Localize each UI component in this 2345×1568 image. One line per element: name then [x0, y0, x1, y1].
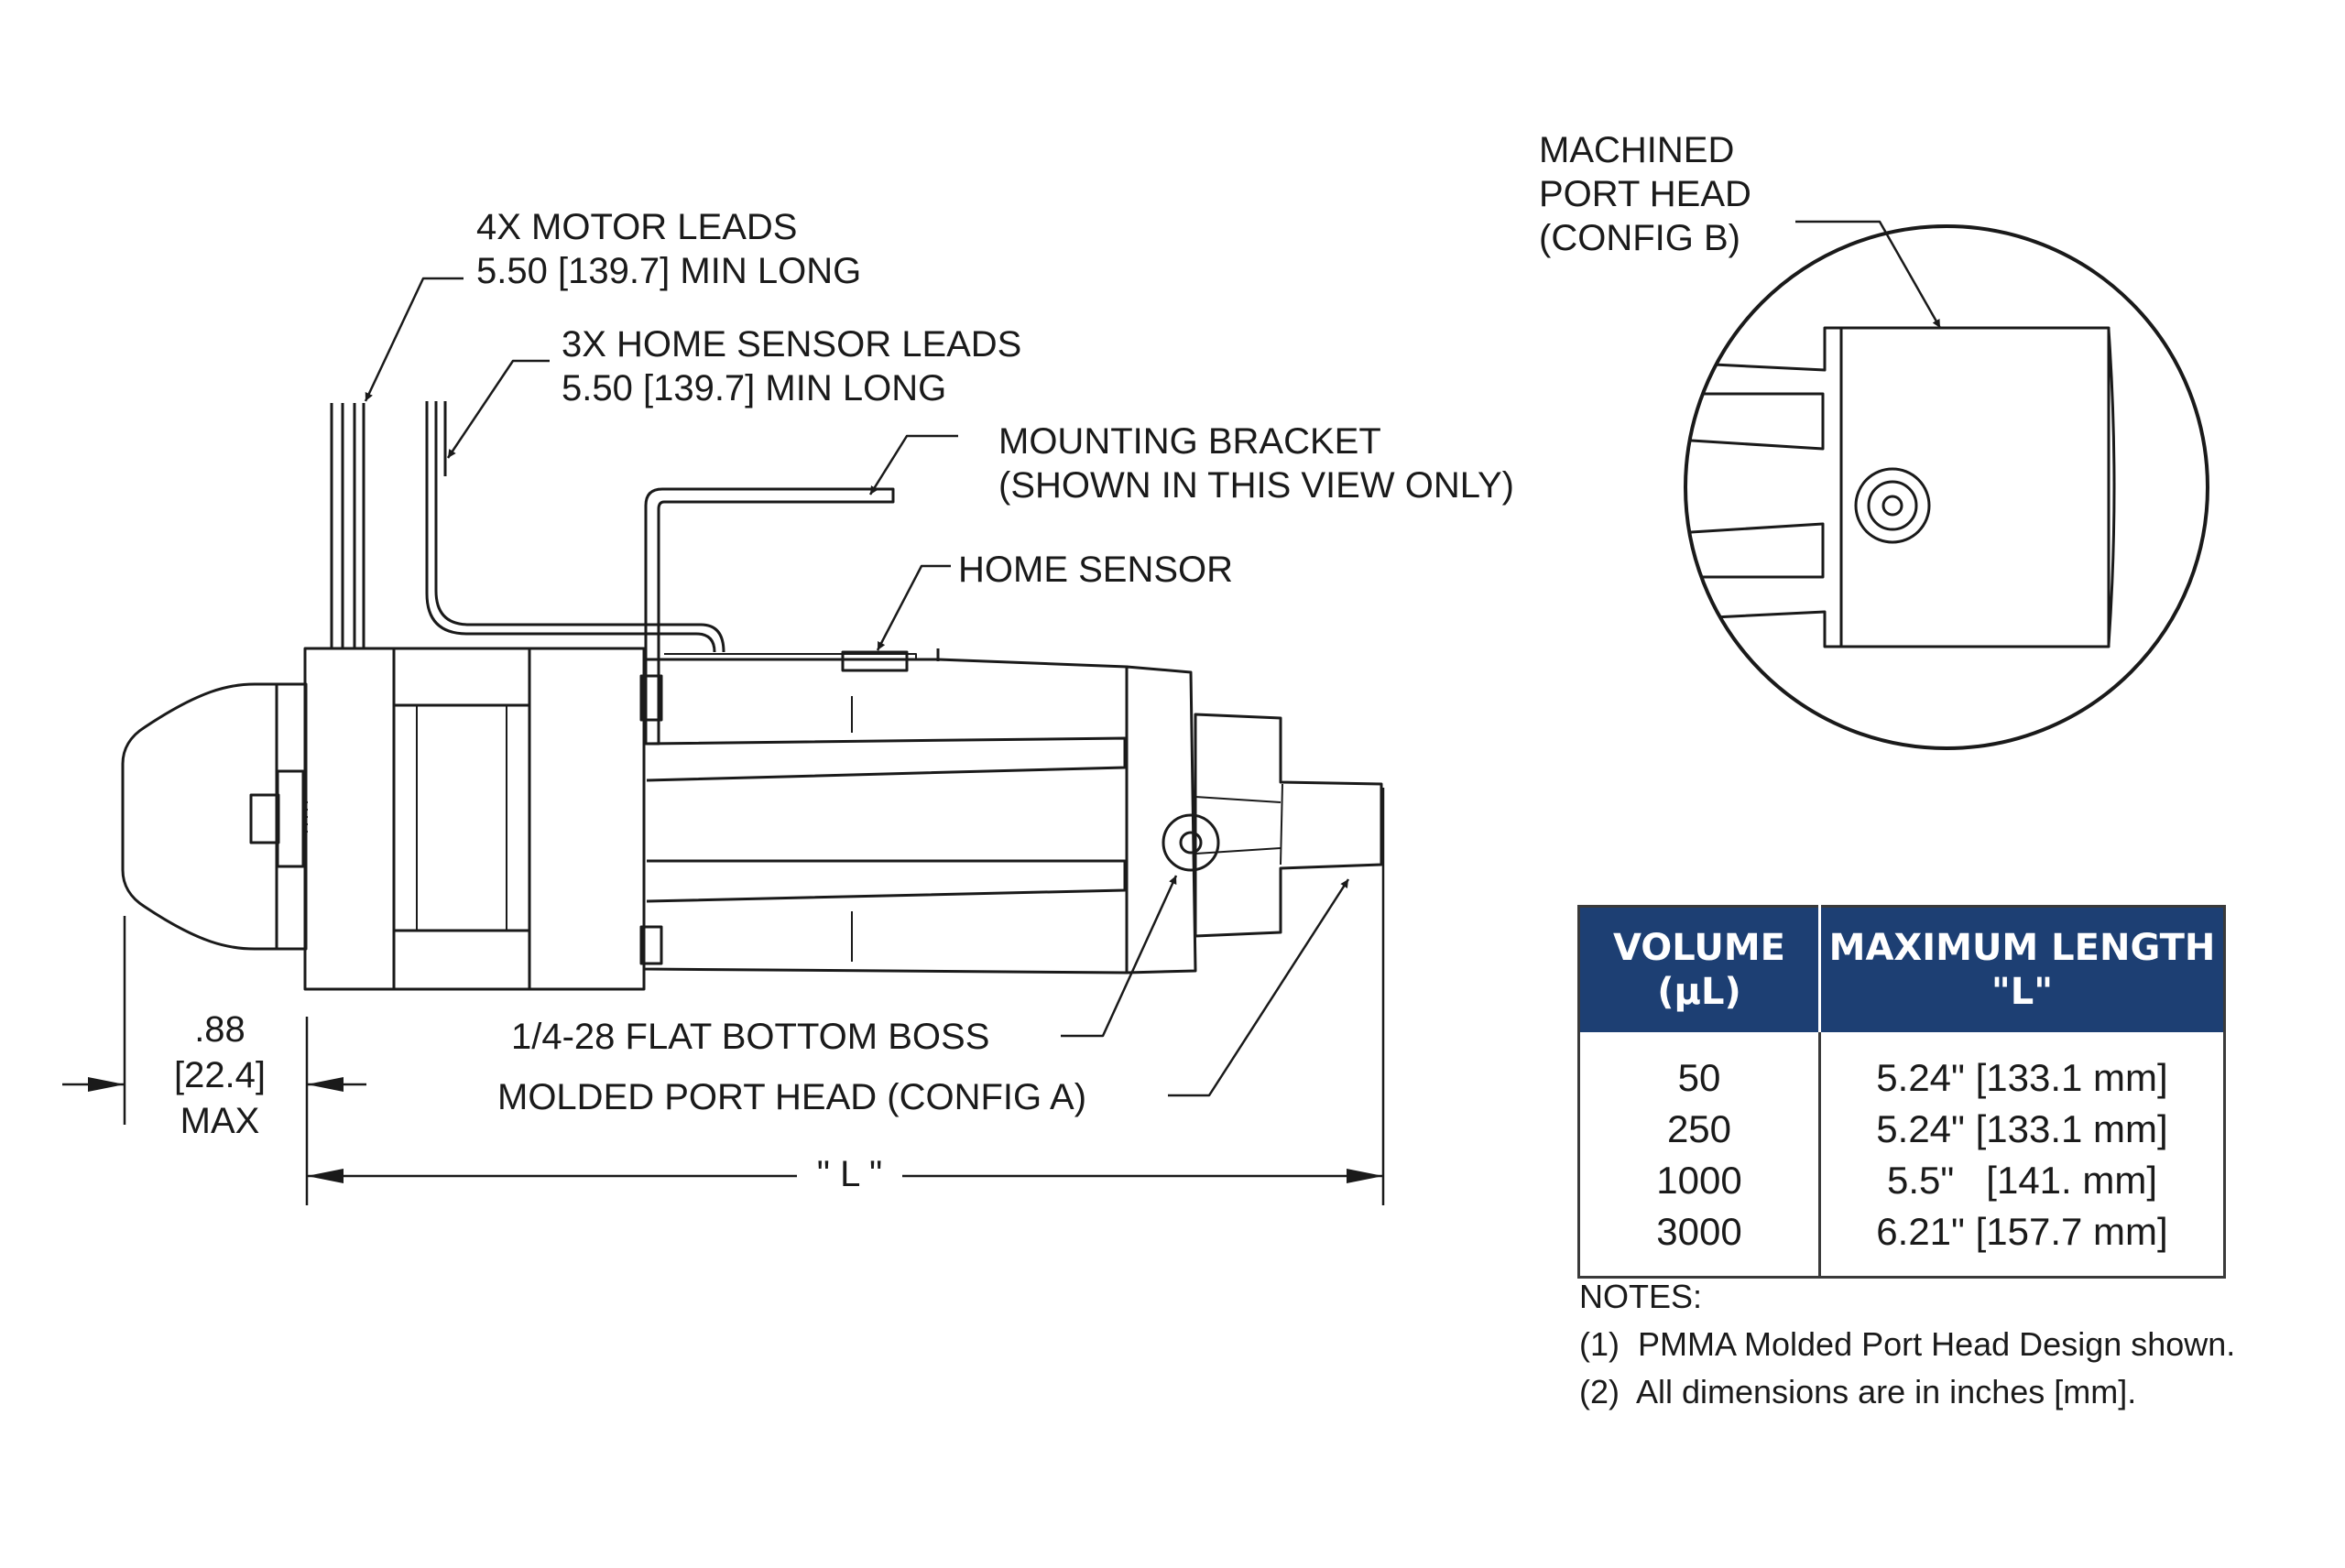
- volume-length-table: VOLUME (µL) MAXIMUM LENGTH "L" 50 5.24" …: [1577, 905, 2226, 1279]
- offset-dimension: .88 [22.4] MAX: [160, 1007, 279, 1143]
- machined-port-head-line-1: MACHINED: [1539, 130, 1735, 170]
- molded-port-head: [1194, 713, 1383, 938]
- length-dimension: " L ": [816, 1154, 883, 1194]
- machined-port-head-line-3: (CONFIG B): [1539, 218, 1740, 258]
- home-sensor-leads-line-1: 3X HOME SENSOR LEADS: [562, 324, 1022, 365]
- offset-max: MAX: [180, 1101, 260, 1141]
- motor-leads-callout: 4X MOTOR LEADS 5.50 [139.7] MIN LONG: [476, 205, 861, 293]
- motor-leads: [330, 403, 365, 648]
- volume-header: VOLUME (µL): [1578, 906, 1821, 1032]
- pump-body: [642, 658, 1129, 975]
- home-sensor-leads: [425, 401, 725, 653]
- flat-bottom-boss-callout: 1/4-28 FLAT BOTTOM BOSS: [511, 1017, 990, 1057]
- mounting-bracket-line-2: (SHOWN IN THIS VIEW ONLY): [998, 465, 1514, 506]
- note-1: (1) PMMA Molded Port Head Design shown.: [1579, 1325, 2236, 1363]
- home-sensor-leads-callout: 3X HOME SENSOR LEADS 5.50 [139.7] MIN LO…: [562, 322, 1021, 410]
- home-sensor-callout: HOME SENSOR: [958, 550, 1234, 590]
- notes-title: NOTES:: [1579, 1278, 1703, 1315]
- flat-bottom-boss: [1162, 813, 1220, 872]
- table-row: 250 5.24" [133.1 mm]: [1578, 1104, 2225, 1155]
- motor-window: [392, 703, 531, 932]
- table-row: 1000 5.5" [141. mm]: [1578, 1155, 2225, 1206]
- table-header-row: VOLUME (µL) MAXIMUM LENGTH "L": [1578, 906, 2225, 1032]
- length-cell: 5.24" [133.1 mm]: [1876, 1107, 2168, 1150]
- rear-cap: [121, 682, 278, 951]
- machined-port-head-line-2: PORT HEAD: [1539, 174, 1751, 214]
- length-cell: 5.5" [141. mm]: [1886, 1159, 2158, 1202]
- volume-cell: 50: [1578, 1032, 1821, 1104]
- max-length-header: MAXIMUM LENGTH "L": [1819, 906, 2225, 1032]
- machined-port-head: [1841, 326, 2110, 648]
- machined-port-head-callout: MACHINED PORT HEAD (CONFIG B): [1539, 128, 1751, 260]
- dimension-lines: [62, 788, 1385, 1205]
- molded-port-head-callout: MOLDED PORT HEAD (CONFIG A): [497, 1077, 1087, 1117]
- motor-leads-line-2: 5.50 [139.7] MIN LONG: [476, 251, 862, 291]
- note-2: (2) All dimensions are in inches [mm].: [1579, 1373, 2137, 1410]
- detail-view-config-b: [1684, 224, 2209, 750]
- length-cell: 6.21" [157.7 mm]: [1876, 1210, 2168, 1253]
- table-row: 3000 6.21" [157.7 mm]: [1578, 1206, 2225, 1278]
- motor-leads-line-1: 4X MOTOR LEADS: [476, 207, 798, 247]
- home-sensor: [841, 650, 909, 672]
- mounting-bracket-callout: MOUNTING BRACKET (SHOWN IN THIS VIEW ONL…: [998, 419, 1514, 507]
- mounting-bracket-line-1: MOUNTING BRACKET: [998, 421, 1381, 462]
- volume-cell: 1000: [1578, 1155, 1821, 1206]
- body-ribs: [646, 696, 1127, 962]
- volume-cell: 3000: [1578, 1206, 1821, 1278]
- table-row: 50 5.24" [133.1 mm]: [1578, 1032, 2225, 1104]
- motor-flange: [275, 682, 308, 951]
- mounting-bracket: [644, 487, 895, 746]
- pump-side-view: [121, 401, 1383, 991]
- head-flange: [1125, 665, 1197, 975]
- length-cell: 5.24" [133.1 mm]: [1876, 1056, 2168, 1099]
- offset-mm: [22.4]: [173, 1055, 267, 1095]
- home-sensor-leads-line-2: 5.50 [139.7] MIN LONG: [562, 368, 947, 408]
- volume-cell: 250: [1578, 1104, 1821, 1155]
- motor-body: [303, 647, 646, 991]
- offset-inches: .88: [194, 1009, 245, 1050]
- callout-leaders: [364, 220, 1942, 1097]
- rear-nut: [276, 769, 305, 868]
- rear-bolt: [249, 793, 280, 844]
